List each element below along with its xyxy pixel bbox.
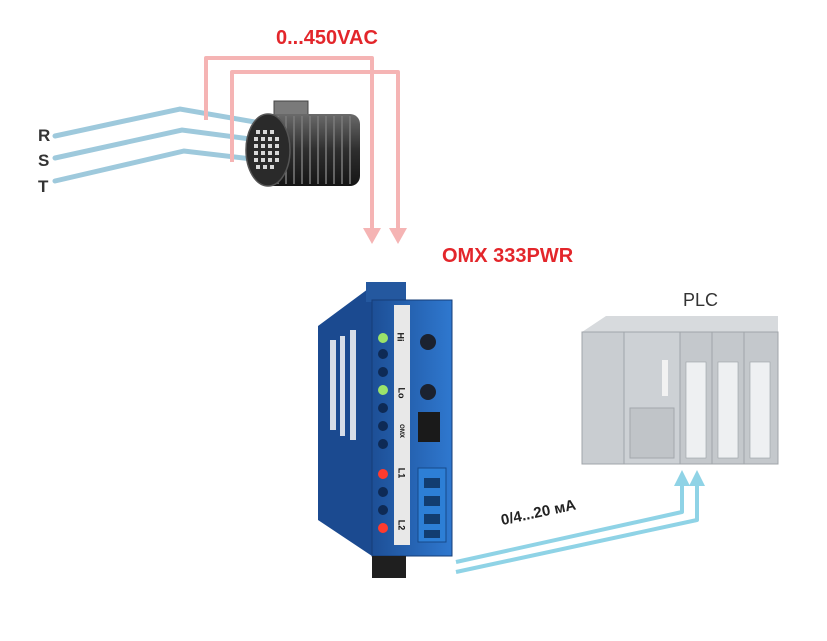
phase-label-s: S bbox=[38, 151, 50, 170]
signal-arrow-2 bbox=[689, 470, 705, 486]
plc-cpu-slot bbox=[662, 360, 668, 396]
voltage-arrow-2 bbox=[389, 228, 407, 244]
phase-label-r: R bbox=[38, 126, 51, 145]
device-top-clip bbox=[366, 282, 406, 302]
plc-power-module bbox=[581, 331, 625, 465]
device-terminal-l1: L1 bbox=[396, 467, 407, 479]
device-badge: OMX bbox=[397, 424, 404, 438]
plc-cpu-door bbox=[629, 407, 675, 459]
terminal-screw bbox=[378, 367, 388, 377]
device-terminal-hi: Hi bbox=[395, 332, 406, 342]
device-omx-333pwr bbox=[318, 282, 453, 578]
phase-label-t: T bbox=[38, 177, 49, 196]
plc-io-terminals bbox=[685, 361, 771, 459]
voltage-wire-1 bbox=[204, 56, 374, 232]
voltage-label: 0...450VAC bbox=[276, 27, 378, 49]
device-terminal-lo: Lo bbox=[396, 387, 407, 399]
voltage-wires bbox=[204, 56, 400, 232]
voltage-wire-2 bbox=[230, 70, 400, 232]
signal-wire-2 bbox=[455, 482, 699, 574]
phase-wires bbox=[52, 106, 263, 184]
led-red-2 bbox=[378, 523, 388, 533]
device-terminal-l2: L2 bbox=[396, 519, 407, 531]
motor-fins bbox=[277, 116, 351, 184]
terminal-screw bbox=[378, 505, 388, 515]
motor-fan-grille bbox=[254, 130, 279, 169]
device-title: OMX 333PWR bbox=[442, 245, 574, 267]
plc-rack bbox=[581, 316, 779, 465]
motor-body bbox=[264, 114, 360, 186]
terminal-screw bbox=[378, 421, 388, 431]
device-label-strip bbox=[394, 305, 410, 545]
signal-wire-1 bbox=[455, 482, 684, 564]
terminal-screw bbox=[378, 349, 388, 359]
device-dip-switch bbox=[418, 412, 440, 442]
plc-label: PLC bbox=[683, 290, 719, 310]
terminal-screw bbox=[378, 487, 388, 497]
phase-wire-t bbox=[52, 148, 263, 184]
motor-fan-cover bbox=[245, 113, 291, 187]
device-connector-pins bbox=[424, 478, 440, 538]
device-bottom-clip bbox=[372, 556, 406, 578]
led-green-1 bbox=[378, 333, 388, 343]
signal-arrow-1 bbox=[674, 470, 690, 486]
voltage-arrow-1 bbox=[363, 228, 381, 244]
phase-wire-r bbox=[52, 106, 258, 139]
device-side-label bbox=[330, 330, 356, 440]
terminal-screw bbox=[378, 439, 388, 449]
led-green-2 bbox=[378, 385, 388, 395]
device-knob-hi bbox=[420, 334, 436, 350]
motor bbox=[245, 100, 360, 187]
terminal-screw bbox=[378, 403, 388, 413]
plc-top-face bbox=[582, 316, 778, 332]
led-red-1 bbox=[378, 469, 388, 479]
device-knob-lo bbox=[420, 384, 436, 400]
device-terminals bbox=[378, 333, 388, 533]
signal-wires bbox=[455, 482, 699, 574]
